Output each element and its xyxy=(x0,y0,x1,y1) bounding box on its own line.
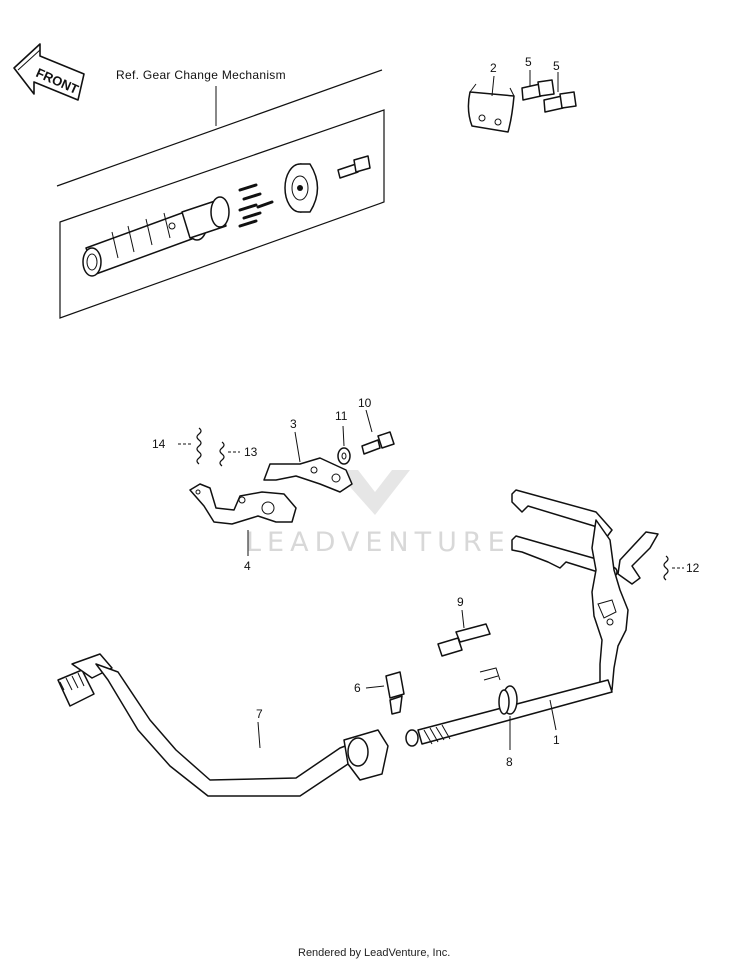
callout-5b: 5 xyxy=(553,59,560,73)
footer-credit: Rendered by LeadVenture, Inc. xyxy=(298,947,450,959)
callout-14: 14 xyxy=(152,437,166,451)
callout-12: 12 xyxy=(686,561,700,575)
watermark-text: LEADVENTURE xyxy=(246,527,511,558)
arm-part-3: 3 xyxy=(263,417,353,493)
callout-2: 2 xyxy=(490,61,497,75)
bracket-part-2: 2 xyxy=(467,61,515,133)
callout-6: 6 xyxy=(354,681,361,695)
bolt-part-10: 10 xyxy=(358,396,395,455)
reference-panel: Ref. Gear Change Mechanism xyxy=(56,68,385,319)
drum-pins-icon xyxy=(238,183,274,228)
watermark: LEADVENTURE xyxy=(246,470,511,558)
cam-plate-icon xyxy=(284,163,319,213)
callout-9: 9 xyxy=(457,595,464,609)
callout-1: 1 xyxy=(553,733,560,747)
bolts-part-5: 5 5 xyxy=(521,55,577,113)
callout-10: 10 xyxy=(358,396,372,410)
bolt-part-6: 6 xyxy=(354,671,405,715)
callout-3: 3 xyxy=(290,417,297,431)
reference-label: Ref. Gear Change Mechanism xyxy=(116,68,286,82)
callout-4: 4 xyxy=(244,559,251,573)
seal-part-8: 8 xyxy=(479,667,518,769)
callout-13: 13 xyxy=(244,445,258,459)
shift-drum-icon xyxy=(82,196,230,277)
lever-part-4: 4 xyxy=(189,483,297,573)
front-arrow-icon: FRONT xyxy=(13,43,85,101)
shift-pedal-part-7: 7 xyxy=(57,653,389,797)
callout-5a: 5 xyxy=(525,55,532,69)
washer-part-11: 11 xyxy=(335,409,351,465)
callout-11: 11 xyxy=(335,409,348,423)
callout-7: 7 xyxy=(256,707,263,721)
ref-bolt-icon xyxy=(337,155,371,179)
shift-shaft-part-1: 1 xyxy=(405,489,659,747)
spring-part-12: 12 xyxy=(663,555,700,581)
pin-part-9: 9 xyxy=(437,595,491,657)
springs-part-13-14: 14 13 xyxy=(152,427,258,467)
callout-8: 8 xyxy=(506,755,513,769)
